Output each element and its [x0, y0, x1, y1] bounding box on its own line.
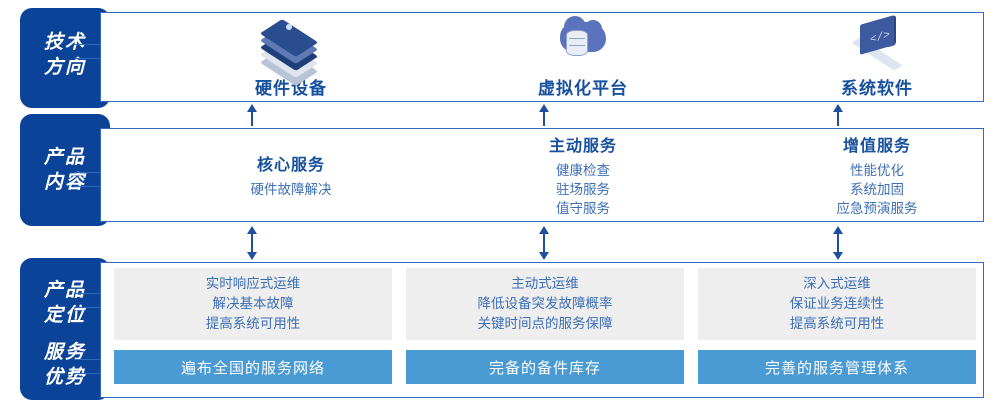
- content-heading-proactive-service: 主动服务: [548, 138, 617, 155]
- arrow-double-right: [831, 226, 845, 260]
- content-heading-value-added-service: 增值服务: [842, 138, 911, 155]
- position-line: 解决基本故障: [212, 296, 294, 311]
- tech-column-system-software[interactable]: </> 系统软件: [747, 13, 1000, 101]
- connector-content-1: [74, 172, 110, 173]
- rail-label-service-advantage: 服务 优势: [28, 340, 102, 390]
- tech-title-hardware: 硬件设备: [255, 78, 327, 98]
- position-line: 深入式运维: [803, 276, 871, 291]
- position-line: 实时响应式运维: [205, 276, 301, 291]
- rail-label-line2: 定位: [43, 305, 86, 326]
- arrow-double-left: [245, 226, 259, 260]
- advantage-bar-spare-parts[interactable]: 完备的备件库存: [406, 350, 684, 384]
- rail-product-content: [20, 114, 110, 226]
- rail-label-tech-direction: 技术 方向: [28, 30, 102, 80]
- arrow-up-virtualization: [537, 104, 551, 126]
- advantage-bar-service-network[interactable]: 遍布全国的服务网络: [114, 350, 392, 384]
- position-line: 提高系统可用性: [789, 316, 885, 331]
- position-line: 保证业务连续性: [789, 296, 885, 311]
- tech-title-system-software: 系统软件: [841, 78, 913, 98]
- position-line: 主动式运维: [511, 276, 579, 291]
- position-box-realtime-ops[interactable]: 实时响应式运维 解决基本故障 提高系统可用性: [114, 268, 392, 340]
- content-column-value-added-service[interactable]: 增值服务 性能优化 系统加固 应急预演服务: [747, 129, 1000, 221]
- rail-label-product-position: 产品 定位: [28, 278, 102, 328]
- connector-position-2: [74, 307, 110, 308]
- arrow-double-middle: [537, 226, 551, 260]
- connector-content-2: [74, 186, 110, 187]
- connector-advantage-2: [74, 373, 110, 374]
- tech-column-virtualization[interactable]: 虚拟化平台: [453, 13, 713, 101]
- rail-label-line1: 产品: [43, 147, 86, 168]
- position-line: 提高系统可用性: [205, 316, 301, 331]
- content-item: 驻场服务: [556, 182, 610, 197]
- content-column-core-service[interactable]: 核心服务 硬件故障解决: [161, 129, 421, 221]
- panel-tech-direction: 硬件设备 虚拟化平台 </> 系统软件: [100, 12, 984, 102]
- arrow-up-hardware: [245, 104, 259, 126]
- tech-column-hardware[interactable]: 硬件设备: [161, 13, 421, 101]
- server-stack-icon: [254, 16, 328, 86]
- rail-label-line1: 服务: [43, 342, 86, 363]
- rail-label-line1: 技术: [43, 32, 86, 53]
- cloud-database-icon: [546, 15, 620, 68]
- content-item: 应急预演服务: [836, 201, 918, 216]
- advantage-bar-management-system[interactable]: 完善的服务管理体系: [698, 350, 976, 384]
- position-box-proactive-ops[interactable]: 主动式运维 降低设备突发故障概率 关键时间点的服务保障: [406, 268, 684, 340]
- rail-label-line2: 优势: [43, 367, 86, 388]
- connector-tech-1: [74, 44, 110, 45]
- content-heading-core-service: 核心服务: [256, 157, 325, 174]
- content-item: 硬件故障解决: [250, 182, 332, 197]
- rail-label-line2: 内容: [43, 172, 86, 193]
- position-line: 关键时间点的服务保障: [477, 316, 613, 331]
- tech-title-virtualization: 虚拟化平台: [538, 78, 628, 98]
- position-box-deep-ops[interactable]: 深入式运维 保证业务连续性 提高系统可用性: [698, 268, 976, 340]
- content-column-proactive-service[interactable]: 主动服务 健康检查 驻场服务 值守服务: [453, 129, 713, 221]
- content-item: 值守服务: [556, 201, 610, 216]
- rail-bottom-group: [20, 258, 110, 400]
- rail-label-product-content: 产品 内容: [28, 145, 102, 195]
- connector-advantage-1: [74, 359, 110, 360]
- content-item: 健康检查: [556, 163, 610, 178]
- connector-tech-2: [74, 58, 110, 59]
- connector-position-1: [74, 293, 110, 294]
- panel-product-content: 核心服务 硬件故障解决 主动服务 健康检查 驻场服务 值守服务 增值服务 性能优…: [100, 128, 984, 222]
- content-item: 系统加固: [850, 182, 904, 197]
- rail-label-line2: 方向: [43, 57, 86, 78]
- laptop-code-icon: </>: [840, 14, 914, 71]
- content-item: 性能优化: [850, 163, 904, 178]
- arrow-up-system-software: [831, 104, 845, 126]
- rail-label-line1: 产品: [43, 280, 86, 301]
- position-line: 降低设备突发故障概率: [477, 296, 613, 311]
